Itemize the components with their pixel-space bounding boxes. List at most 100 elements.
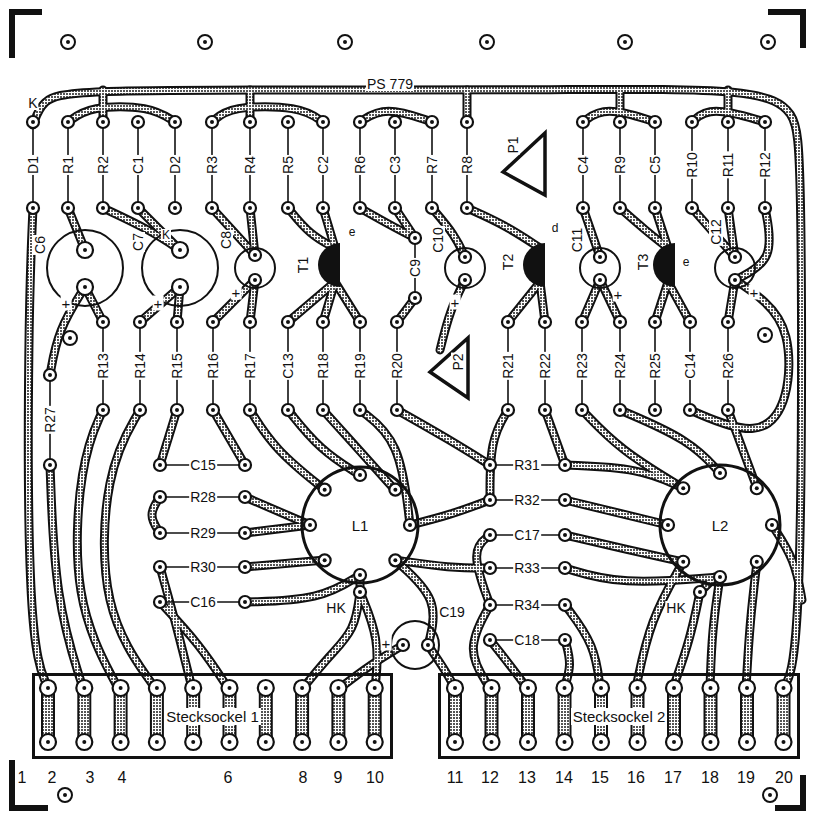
drill-hole (173, 120, 177, 124)
copper-trace (490, 410, 508, 500)
solder-pad (593, 680, 609, 696)
drill-hole (526, 740, 530, 744)
drill-hole (211, 320, 215, 324)
mounting-hole (63, 331, 77, 345)
copper-trace (28, 208, 48, 688)
pin-number: 20 (774, 770, 794, 786)
solder-pad (722, 404, 734, 416)
drill-hole (211, 408, 215, 412)
part-label: R11 (721, 152, 735, 179)
part-label: R2 (96, 155, 110, 175)
part-label: C4 (576, 155, 590, 175)
hole-center (66, 40, 70, 44)
drill-hole (599, 686, 603, 690)
drill-hole (580, 408, 584, 412)
drill-hole (138, 320, 142, 324)
capacitor-outline (445, 248, 485, 288)
part-label: R6 (353, 155, 367, 175)
trace-outline (620, 208, 668, 248)
drill-hole (101, 320, 105, 324)
copper-trace (288, 208, 335, 248)
part-label: D1 (26, 155, 40, 175)
solder-pad (714, 571, 726, 583)
part-label: C5 (648, 155, 662, 175)
solder-pad (559, 529, 571, 541)
drill-hole (666, 523, 670, 527)
solder-pad (576, 316, 588, 328)
transistor-symbol (653, 243, 675, 287)
solder-pad (319, 554, 331, 566)
pin-number: 4 (117, 770, 128, 786)
drill-hole (763, 206, 767, 210)
copper-trace (323, 410, 395, 490)
solder-pad (759, 116, 771, 128)
solder-pad (397, 639, 409, 651)
part-label: K (161, 229, 171, 241)
part-label: + (61, 296, 72, 311)
solder-pad (703, 734, 719, 750)
drill-hole (763, 120, 767, 124)
solder-pad (614, 202, 626, 214)
drill-hole (158, 531, 162, 535)
solder-pad (776, 680, 792, 696)
drill-hole (191, 740, 195, 744)
solder-pad (134, 316, 146, 328)
drill-hole (175, 408, 179, 412)
solder-pad (206, 116, 218, 128)
copper-trace (395, 560, 433, 645)
drill-hole (253, 253, 257, 257)
drill-hole (709, 740, 713, 744)
part-label: C3 (388, 155, 402, 175)
part-label: T3 (636, 253, 650, 271)
solder-pad (154, 491, 166, 503)
drill-hole (543, 408, 547, 412)
drill-hole (581, 120, 585, 124)
solder-pad (391, 316, 403, 328)
drill-hole (618, 206, 622, 210)
drill-hole (264, 686, 268, 690)
drill-hole (453, 740, 457, 744)
part-label: R13 (96, 352, 110, 380)
solder-pad (484, 459, 496, 471)
solder-pad (62, 116, 74, 128)
drill-hole (599, 740, 603, 744)
solder-pad (76, 680, 92, 696)
copper-trace (104, 410, 155, 688)
solder-pad (239, 596, 251, 608)
drill-hole (653, 320, 657, 324)
drill-hole (782, 686, 786, 690)
part-label: T2 (501, 253, 515, 271)
solder-pad (722, 202, 734, 214)
part-label: R28 (189, 490, 217, 504)
solder-pad (169, 202, 181, 214)
part-label: R7 (425, 155, 439, 175)
trace-outline (360, 208, 415, 238)
drill-hole (228, 740, 232, 744)
drill-hole (119, 686, 123, 690)
solder-pad (751, 556, 763, 568)
part-label: C12 (709, 218, 723, 246)
copper-trace (212, 208, 255, 255)
drill-hole (228, 686, 232, 690)
drill-hole (488, 566, 492, 570)
solder-pad (249, 274, 261, 286)
drill-hole (681, 486, 685, 490)
part-label: R34 (513, 598, 541, 612)
drill-hole (690, 120, 694, 124)
copper-trace (746, 562, 757, 688)
solder-pad (239, 561, 251, 573)
solder-pad (294, 734, 310, 750)
drill-hole (672, 686, 676, 690)
solder-pad (459, 274, 471, 286)
hole-center (485, 40, 489, 44)
drill-hole (178, 285, 182, 289)
solder-pad (62, 202, 74, 214)
part-label: R26 (721, 352, 735, 380)
drill-hole (323, 488, 327, 492)
solder-pad (426, 202, 438, 214)
trace-outline (250, 410, 325, 490)
trace-outline (397, 410, 490, 465)
trace-outline (213, 410, 245, 465)
part-label: C13 (281, 352, 295, 380)
solder-pad (577, 202, 589, 214)
